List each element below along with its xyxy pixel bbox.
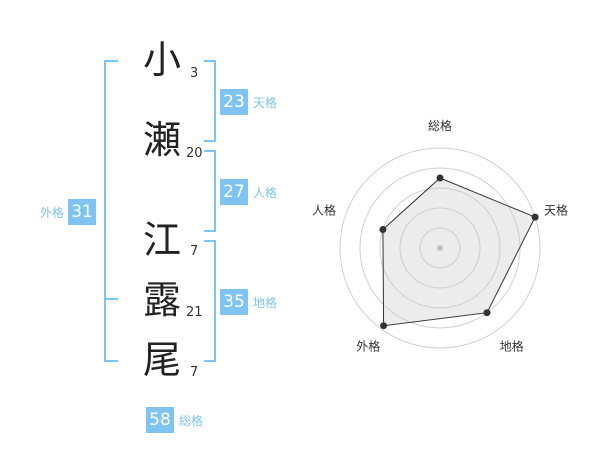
radar-axis-label: 総格: [428, 118, 452, 133]
chikaku-badge: 35 地格: [220, 289, 277, 315]
tenkaku-label: 天格: [253, 95, 278, 110]
radar-axis-label: 人格: [312, 202, 336, 217]
radar-center-dot: [437, 245, 443, 251]
radar-axis-label: 外格: [356, 339, 380, 354]
soukaku-value: 58: [146, 407, 174, 433]
radar-grid-ring: [419, 227, 461, 269]
gaikaku-bracket-tick: [104, 298, 118, 300]
name-char-1: 小: [142, 38, 181, 82]
soukaku-label: 総格: [179, 413, 204, 428]
name-char-4: 露: [142, 278, 181, 322]
tenkaku-bracket: [204, 60, 216, 142]
tenkaku-badge: 23 天格: [220, 89, 277, 115]
radar-axis-label: 天格: [544, 202, 568, 217]
soukaku-badge: 58 総格: [146, 407, 203, 433]
radar-point-4: [380, 322, 388, 330]
jinkaku-badge: 27 人格: [220, 179, 277, 205]
name-char-3: 江: [142, 218, 181, 262]
stroke-count-4: 21: [186, 305, 203, 320]
radar-point-2: [531, 213, 539, 221]
stroke-count-1: 3: [190, 66, 199, 81]
radar-grid-ring: [339, 147, 541, 349]
jinkaku-bracket: [204, 150, 216, 232]
radar-point-1: [436, 174, 444, 182]
gaikaku-badge: 外格 31: [40, 199, 97, 225]
gaikaku-value: 31: [68, 199, 97, 225]
jinkaku-value: 27: [220, 179, 248, 205]
radar-point-3: [483, 309, 491, 317]
gaikaku-label: 外格: [40, 205, 65, 220]
chikaku-value: 35: [220, 289, 248, 315]
radar-grid-ring: [379, 187, 501, 309]
stroke-count-5: 7: [190, 365, 199, 380]
chikaku-label: 地格: [253, 295, 278, 310]
tenkaku-value: 23: [220, 89, 248, 115]
jinkaku-label: 人格: [253, 185, 278, 200]
chikaku-bracket: [204, 240, 216, 362]
radar-point-5: [379, 226, 387, 233]
stroke-count-3: 7: [190, 244, 199, 259]
name-char-5: 尾: [142, 338, 181, 382]
radar-grid-ring: [399, 207, 481, 289]
radar-series-area: [382, 177, 536, 327]
name-char-2: 瀬: [142, 118, 181, 162]
stroke-count-2: 20: [186, 146, 203, 161]
radar-axis-label: 地格: [500, 339, 524, 354]
gaikaku-bracket: [104, 60, 118, 362]
